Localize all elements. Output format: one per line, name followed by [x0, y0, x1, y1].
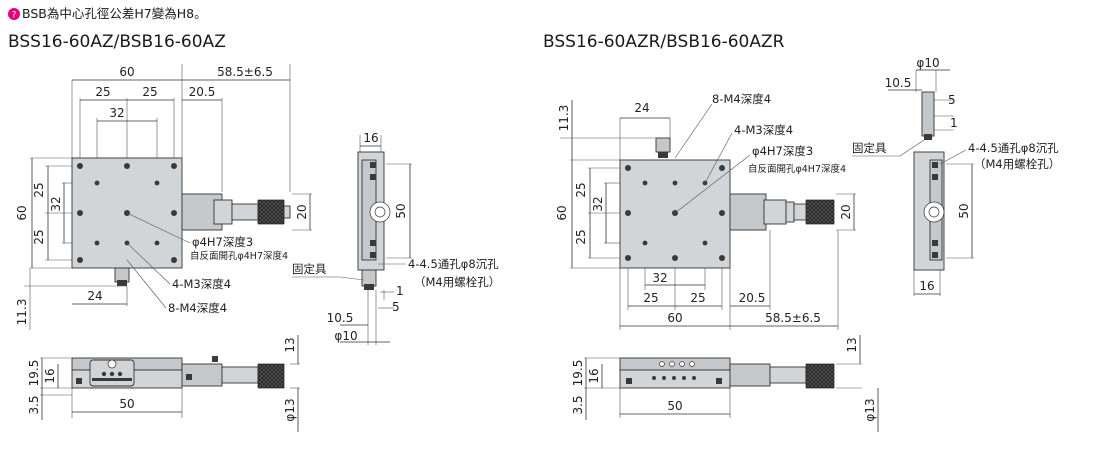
left-dim-v25b: 25 — [32, 229, 46, 244]
left-top-view: 60 58.5±6.5 25 25 20.5 32 60 25 25 32 — [15, 64, 312, 330]
left-dim-20-5: 20.5 — [189, 85, 216, 99]
left-front-dim-16: 16 — [43, 368, 57, 383]
left-dim-25a: 25 — [95, 85, 110, 99]
right-side-dim-1: 1 — [950, 116, 958, 130]
left-dim-60: 60 — [119, 65, 134, 79]
left-side-dim-10-5: 10.5 — [327, 311, 354, 325]
right-front-dim-3-5: 3.5 — [571, 395, 585, 414]
left-dim-32: 32 — [109, 106, 124, 120]
left-front-dim-3-5: 3.5 — [27, 395, 41, 414]
right-micrometer-knob — [805, 199, 835, 225]
left-callout-fix: 固定具 — [292, 262, 327, 276]
left-side-dim-16: 16 — [363, 131, 378, 145]
left-holes — [77, 163, 177, 263]
left-front-dim-13: 13 — [283, 337, 297, 352]
right-side-dim-50: 50 — [957, 203, 971, 218]
right-dim-v20: 20 — [839, 204, 853, 219]
left-title: BSS16-60AZ/BSB16-60AZ — [8, 32, 226, 52]
right-callout-m3: 4-M3深度4 — [734, 123, 793, 137]
right-callout-thru2: （M4用螺栓孔） — [974, 157, 1060, 171]
right-dim-v25b: 25 — [574, 229, 588, 244]
left-callout-thru2: （M4用螺栓孔） — [414, 275, 500, 289]
right-dim-v11-3: 11.3 — [557, 105, 571, 132]
info-icon-glyph: ? — [12, 11, 17, 21]
left-callout-thru: 4-4.5通孔φ8沉孔 — [408, 257, 499, 271]
left-dim-24: 24 — [87, 289, 102, 303]
right-side-dim-5: 5 — [948, 93, 956, 107]
right-side-view: φ10 10.5 5 1 50 16 固定具 4-4.5通孔φ8沉孔 （M4用螺… — [852, 56, 1060, 296]
left-callout-m4: 8-M4深度4 — [168, 301, 227, 315]
right-dim-travel: 58.5±6.5 — [765, 311, 821, 325]
right-callout-fix: 固定具 — [852, 141, 887, 155]
left-side-dim-5: 5 — [392, 300, 400, 314]
left-front-knob — [257, 363, 285, 389]
left-side-dim-1: 1 — [396, 284, 404, 298]
note-text: BSB為中心孔徑公差H7變為H8。 — [22, 6, 207, 21]
left-front-dim-phi13: φ13 — [283, 398, 297, 421]
info-icon — [8, 8, 20, 20]
right-side-dim-phi10: φ10 — [916, 56, 939, 70]
right-callout-phi4: φ4H7深度3 — [752, 144, 813, 158]
left-dim-v11-3: 11.3 — [15, 299, 29, 326]
left-micrometer-knob — [257, 199, 285, 225]
right-callout-phi4b: 自反面開孔φ4H7深度4 — [748, 163, 846, 175]
left-dim-v20: 20 — [295, 204, 309, 219]
right-title: BSS16-60AZR/BSB16-60AZR — [543, 32, 785, 52]
right-front-dim-13: 13 — [845, 337, 859, 352]
left-callout-phi4b: 自反面開孔φ4H7深度4 — [190, 250, 288, 262]
note: ? BSB為中心孔徑公差H7變為H8。 — [8, 6, 207, 21]
left-side-dim-50: 50 — [394, 203, 408, 218]
right-front-knob — [805, 363, 835, 389]
right-dim-24: 24 — [634, 101, 649, 115]
right-dim-25b: 25 — [690, 291, 705, 305]
right-side-dim-16: 16 — [919, 279, 934, 293]
left-dim-v32: 32 — [49, 196, 63, 211]
left-dim-v25a: 25 — [32, 182, 46, 197]
left-dim-travel: 58.5±6.5 — [217, 65, 273, 79]
right-dim-v25a: 25 — [574, 182, 588, 197]
left-side-view: 16 50 1 5 10.5 φ10 固定具 4-4.5通孔φ8沉孔 （M4用螺… — [292, 131, 500, 345]
left-front-dim-50: 50 — [119, 397, 134, 411]
right-top-view: 24 11.3 60 25 25 32 — [555, 92, 856, 330]
right-dim-v32: 32 — [591, 196, 605, 211]
right-dim-20-5: 20.5 — [739, 291, 766, 305]
left-front-view: 19.5 16 3.5 50 13 φ13 — [27, 335, 300, 432]
right-callout-thru: 4-4.5通孔φ8沉孔 — [968, 141, 1059, 155]
right-front-dim-19-5: 19.5 — [571, 360, 585, 387]
right-side-dim-10-5: 10.5 — [885, 76, 912, 90]
right-front-view: 19.5 16 3.5 50 13 φ13 — [571, 335, 879, 432]
left-front-dim-19-5: 19.5 — [27, 360, 41, 387]
right-callout-m4: 8-M4深度4 — [712, 92, 771, 106]
right-front-dim-phi13: φ13 — [863, 398, 877, 421]
left-dim-v60: 60 — [15, 205, 29, 220]
right-dim-32: 32 — [652, 271, 667, 285]
left-callout-phi4: φ4H7深度3 — [192, 235, 253, 249]
left-callout-m3: 4-M3深度4 — [172, 277, 231, 291]
left-side-dim-phi10: φ10 — [334, 329, 357, 343]
right-front-dim-50: 50 — [667, 399, 682, 413]
right-dim-25a: 25 — [643, 291, 658, 305]
right-dim-v60: 60 — [555, 205, 569, 220]
right-dim-60: 60 — [667, 311, 682, 325]
right-front-dim-16: 16 — [587, 368, 601, 383]
left-dim-25b: 25 — [142, 85, 157, 99]
